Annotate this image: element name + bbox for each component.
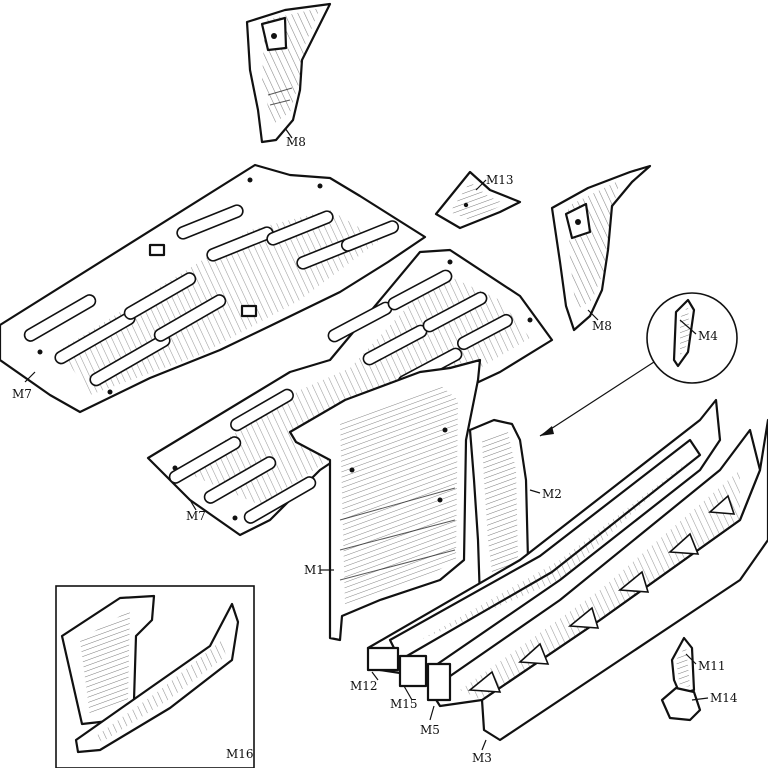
part-m1 — [288, 358, 482, 642]
label-m7-center: M7 — [186, 509, 206, 523]
part-m7-center — [146, 248, 554, 537]
label-m12: M12 — [350, 679, 378, 693]
label-m13: M13 — [486, 173, 514, 187]
m7-left-slots — [23, 204, 400, 387]
label-m5: M5 — [420, 723, 440, 737]
label-m1: M1 — [304, 563, 324, 577]
part-labels: M8 M13 M8 M7 M7 M4 M2 M1 M11 M14 M12 M15… — [12, 135, 738, 765]
label-m14: M14 — [710, 691, 738, 705]
part-m14 — [660, 686, 702, 722]
part-m11 — [670, 636, 696, 696]
sill-triangle-cutouts — [467, 494, 736, 693]
label-m4: M4 — [698, 329, 718, 343]
label-m15: M15 — [390, 697, 418, 711]
label-m8-right: M8 — [592, 319, 612, 333]
part-sill-outer-m3 — [428, 418, 768, 742]
label-m8-top: M8 — [286, 135, 306, 149]
part-sill-ends-m12-m15-m5 — [366, 646, 452, 702]
m4-detail-callout — [539, 292, 738, 437]
label-m2: M2 — [542, 487, 562, 501]
m16-inset — [55, 585, 255, 768]
part-m8-top — [245, 2, 332, 144]
m7-center-slots — [168, 269, 513, 524]
label-m16: M16 — [226, 747, 254, 761]
label-m11: M11 — [698, 659, 726, 673]
label-m7-left: M7 — [12, 387, 32, 401]
part-m8-right — [550, 164, 652, 332]
leader-lines — [24, 127, 709, 751]
label-m3: M3 — [472, 751, 492, 765]
part-m7-left — [0, 163, 427, 414]
part-m13 — [434, 170, 522, 230]
